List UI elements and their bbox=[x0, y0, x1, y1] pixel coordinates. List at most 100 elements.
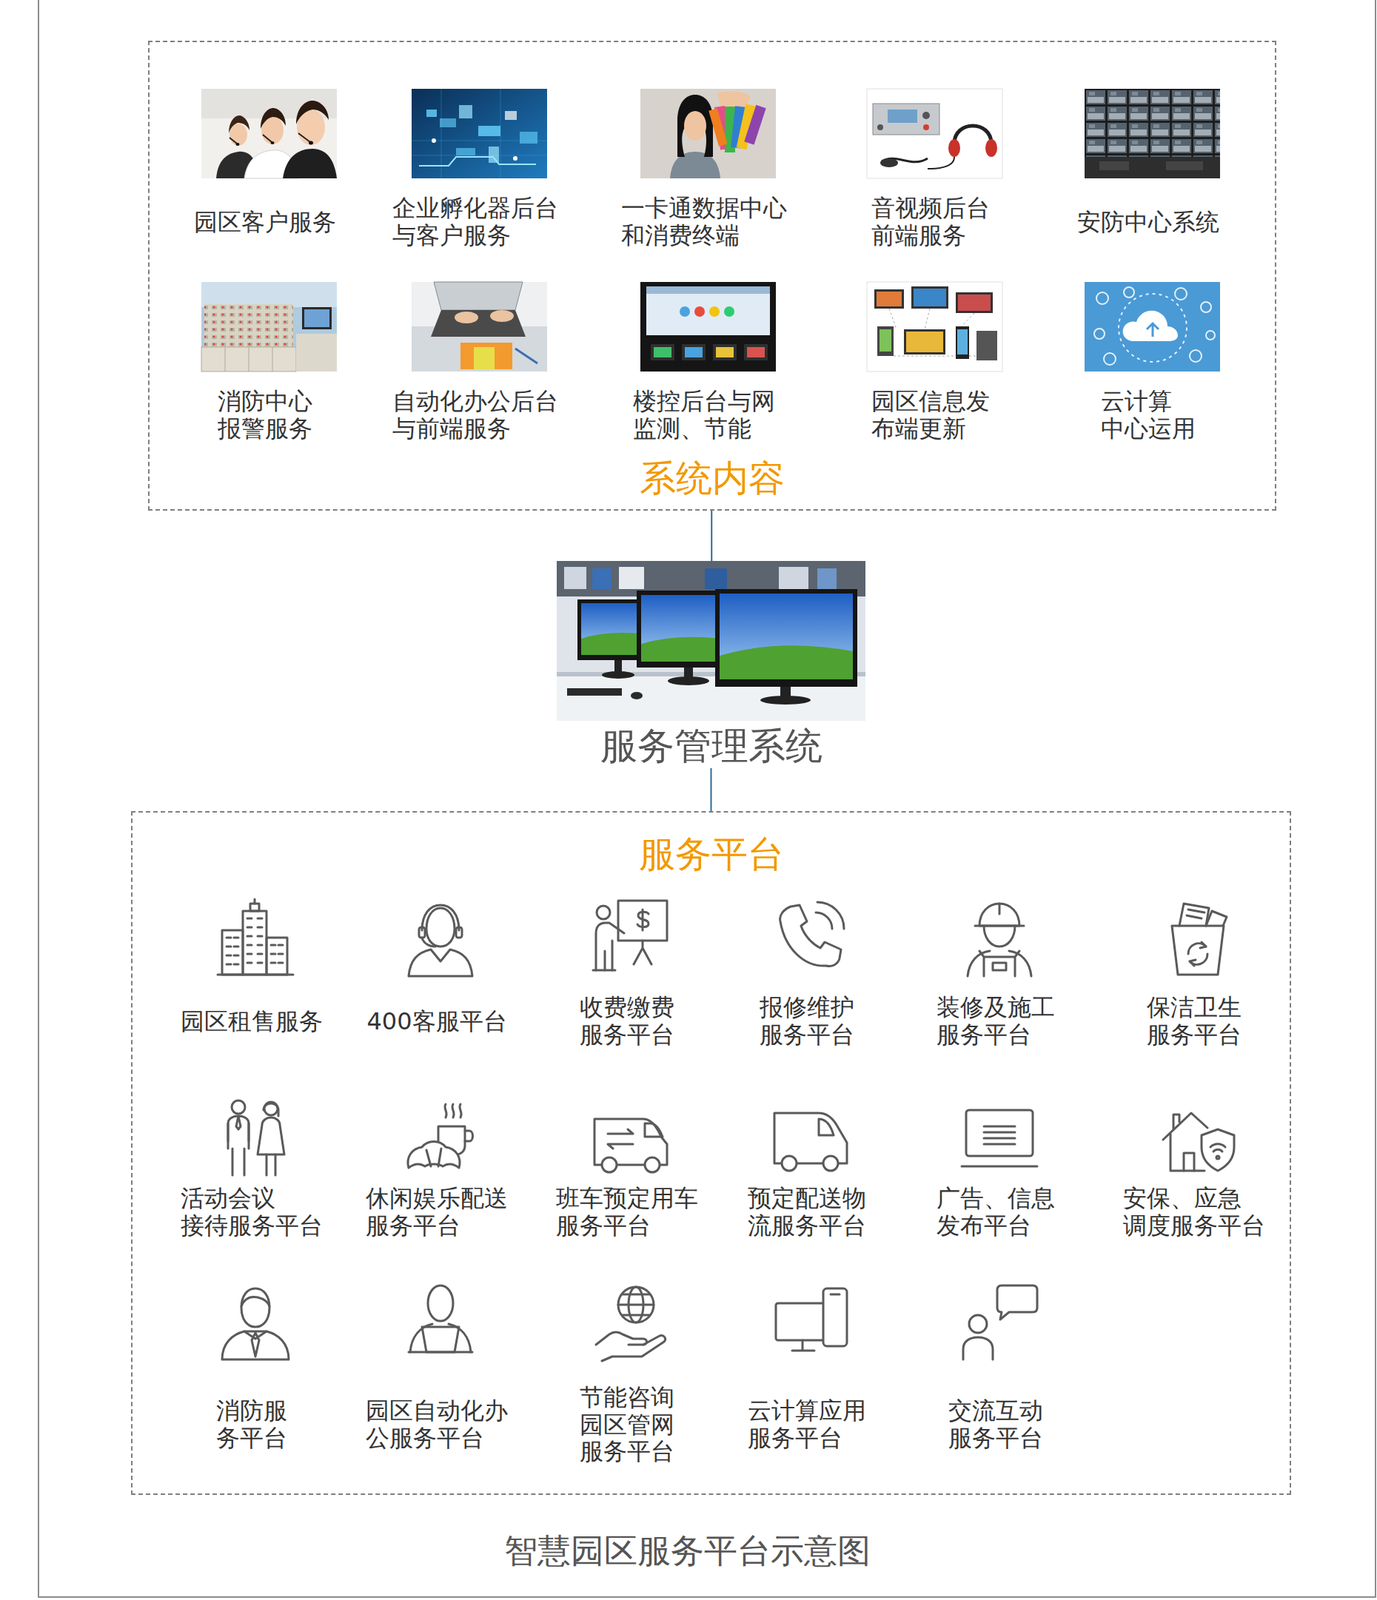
service-label: 消防服 务平台 bbox=[216, 1397, 295, 1453]
photo-monitors-part bbox=[592, 568, 612, 590]
photo-building-control-part bbox=[681, 344, 706, 361]
connector-line bbox=[710, 768, 713, 812]
icon-presenter-part bbox=[618, 900, 668, 941]
photo-fire-center-part bbox=[201, 282, 337, 372]
service-label: 云计算应用 服务平台 bbox=[747, 1397, 874, 1453]
caption-area: 安保、应急 调度服务平台 bbox=[1086, 1182, 1309, 1244]
photo-incubator-part bbox=[478, 125, 501, 137]
photo-cloud-part bbox=[1146, 323, 1159, 337]
photo-monitors-part bbox=[630, 692, 643, 700]
service-label: 收费缴费 服务平台 bbox=[579, 994, 682, 1050]
figure-caption: 智慧园区服务平台示意图 bbox=[0, 1531, 1375, 1572]
icon-devices-part bbox=[830, 1294, 840, 1297]
photo-incubator-part bbox=[419, 156, 536, 166]
photo-audio-video bbox=[866, 88, 1003, 179]
photo-info-release-part bbox=[906, 331, 944, 353]
photo-fire-center-part bbox=[201, 282, 337, 308]
icon-two-people-part bbox=[236, 1116, 241, 1130]
icon-house-shield-part bbox=[1201, 1129, 1235, 1172]
service-item: 一卡通数据中心 和消费终端 bbox=[604, 88, 812, 263]
photo-monitors bbox=[556, 561, 866, 722]
icon-buildings-part bbox=[250, 903, 260, 912]
service-item: 消防服 务平台 bbox=[144, 1281, 367, 1484]
service-item: 楼控后台与网 监测、节能 bbox=[604, 282, 812, 456]
service-item: 保洁卫生 服务平台 bbox=[1086, 896, 1309, 1062]
photo-building-control-part bbox=[746, 347, 765, 358]
photo-building-control-part bbox=[640, 282, 776, 372]
photo-fire-center-part bbox=[201, 347, 297, 372]
photo-info-release bbox=[866, 282, 1003, 372]
icon-presenter-part bbox=[592, 969, 616, 973]
icon-two-people bbox=[228, 1100, 285, 1176]
icon-recycle-bin-part bbox=[1189, 942, 1206, 967]
photo-customer-service-part bbox=[236, 142, 240, 146]
photo-info-release-part bbox=[976, 330, 998, 361]
icon-van-part bbox=[601, 1157, 617, 1173]
icon-coffee bbox=[407, 1104, 474, 1169]
photo-incubator-part bbox=[431, 138, 437, 143]
group-box: 服务平台园区租售服务400客服平台收费缴费 服务平台报修维护 服务平台装修及施工… bbox=[131, 811, 1292, 1496]
photo-customer-service-part bbox=[270, 141, 275, 145]
photo-cloud bbox=[1084, 282, 1221, 372]
icon-phone-part bbox=[815, 912, 833, 930]
photo-cloud-part bbox=[1200, 302, 1212, 313]
service-item: 企业孵化器后台 与客户服务 bbox=[375, 88, 583, 263]
photo-cloud-part bbox=[1096, 292, 1109, 305]
photo-office-automation-part bbox=[473, 347, 495, 370]
icon-devices-part bbox=[823, 1288, 847, 1347]
icon-phone-part bbox=[780, 905, 842, 967]
icon-buildings-part bbox=[217, 974, 294, 977]
caption-area: 400客服平台 bbox=[329, 981, 552, 1062]
icon-info-board-part bbox=[966, 1110, 1033, 1157]
photo-cloud-part bbox=[1118, 293, 1187, 363]
caption-area: 云计算应用 服务平台 bbox=[699, 1366, 922, 1484]
photo-monitors-part bbox=[719, 645, 853, 680]
service-label: 楼控后台与网 监测、节能 bbox=[632, 387, 783, 443]
photo-customer-service-part bbox=[308, 141, 314, 146]
photo-office-automation-part bbox=[411, 282, 548, 372]
page-frame bbox=[38, 0, 1376, 1598]
group-box: 系统内容园区客户服务企业孵化器后台 与客户服务一卡通数据中心 和消费终端音视频后… bbox=[148, 40, 1277, 511]
photo-incubator-part bbox=[426, 109, 437, 117]
icon-coffee-part bbox=[407, 1142, 460, 1169]
service-label: 安防中心系统 bbox=[1077, 208, 1227, 237]
section-heading: 系统内容 bbox=[149, 457, 1275, 502]
photo-monitors-part bbox=[556, 561, 866, 722]
caption-area: 班车预定用车 服务平台 bbox=[519, 1182, 742, 1244]
photo-customer-service-part bbox=[260, 108, 286, 129]
icon-two-people-part bbox=[266, 1154, 276, 1176]
icon-headset-part bbox=[456, 927, 462, 938]
icon-headset-part bbox=[421, 905, 459, 931]
section-heading: 服务平台 bbox=[132, 833, 1290, 878]
icon-two-people-part bbox=[228, 1123, 249, 1176]
caption-area: 云计算 中心运用 bbox=[1048, 375, 1256, 456]
photo-monitors-part bbox=[704, 568, 727, 590]
icon-truck-part bbox=[781, 1156, 797, 1172]
icon-buildings-part bbox=[266, 937, 288, 976]
photo-customer-service-part bbox=[201, 88, 337, 179]
icon-person-laptop-part bbox=[421, 1327, 459, 1353]
photo-building-control-part bbox=[715, 347, 734, 358]
service-item: 收费缴费 服务平台 bbox=[519, 896, 742, 1062]
service-item: 400客服平台 bbox=[329, 896, 552, 1062]
icon-presenter-part bbox=[595, 923, 625, 971]
caption-area: 消防中心 报警服务 bbox=[165, 375, 373, 456]
photo-card-system-part bbox=[744, 105, 766, 146]
icon-truck-part bbox=[818, 1119, 834, 1136]
service-item: 园区客户服务 bbox=[165, 88, 373, 263]
service-label: 保洁卫生 服务平台 bbox=[1146, 994, 1249, 1050]
service-label: 节能咨询 园区管网 服务平台 bbox=[579, 1384, 682, 1466]
service-item: 园区租售服务 bbox=[144, 896, 367, 1062]
photo-card-system-part bbox=[677, 94, 713, 157]
photo-monitors-part bbox=[667, 676, 710, 686]
icon-recycle-bin-part bbox=[1171, 926, 1224, 976]
icon-two-people-part bbox=[231, 1100, 246, 1115]
photo-cloud-part bbox=[1205, 330, 1215, 340]
service-label: 云计算 中心运用 bbox=[1100, 387, 1204, 443]
photo-building-control-part bbox=[724, 306, 735, 317]
photo-building-control-part bbox=[709, 306, 720, 317]
photo-cloud-part bbox=[1123, 310, 1178, 342]
page-frame-part bbox=[38, 0, 1376, 1598]
photo-audio-video-part bbox=[866, 88, 1003, 179]
photo-audio-video-part bbox=[887, 109, 918, 123]
